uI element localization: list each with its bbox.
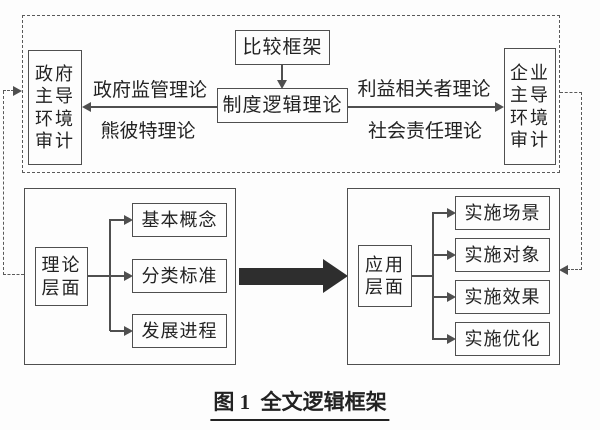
gov-led-audit-box: 政府 主导 环境 审计 xyxy=(28,50,82,165)
theory-level-frame xyxy=(24,188,236,365)
feedback-left-bottom-line xyxy=(3,274,24,275)
enterprise-led-audit-box: 企业 主导 环境 审计 xyxy=(504,48,556,165)
arrow-down-icon xyxy=(277,80,287,89)
item-basic-concepts-box: 基本概念 xyxy=(132,203,227,237)
item-classification-standards-box: 分类标准 xyxy=(132,259,227,293)
theory-level-line: 理论 xyxy=(41,255,82,275)
arrow-left-icon xyxy=(559,265,568,275)
top-dashed-frame xyxy=(22,15,560,173)
item-implementation-object-box: 实施对象 xyxy=(455,238,550,272)
arrow-right-icon xyxy=(124,326,133,336)
arrow-compare-to-logic-line xyxy=(281,65,283,81)
arrow-logic-to-gov-line xyxy=(90,106,217,108)
item-implementation-optimization-box: 实施优化 xyxy=(455,322,550,356)
arrow-right-icon xyxy=(124,215,133,225)
item-implementation-effect-box: 实施效果 xyxy=(455,280,550,314)
arrow-right-icon xyxy=(447,208,456,218)
gov-led-audit-line: 审计 xyxy=(35,131,75,151)
label-social-responsibility-theory: 社会责任理论 xyxy=(367,121,482,142)
feedback-left-top-line xyxy=(3,90,14,91)
arrow-right-icon xyxy=(495,102,504,112)
connector-line xyxy=(432,212,434,340)
connector-line xyxy=(433,338,448,340)
arrow-right-icon xyxy=(447,334,456,344)
enterprise-led-audit-line: 环境 xyxy=(510,107,550,128)
big-black-arrow-icon xyxy=(323,259,348,293)
arrow-right-icon xyxy=(124,271,133,281)
institutional-logic-box: 制度逻辑理论 xyxy=(217,88,348,123)
gov-led-audit-line: 环境 xyxy=(35,108,75,129)
figure-caption: 图 1 全文逻辑框架 xyxy=(210,386,390,421)
item-implementation-scenario-box: 实施场景 xyxy=(455,196,550,230)
connector-line xyxy=(109,219,111,331)
application-level-line: 层面 xyxy=(365,277,405,297)
big-black-arrow-shaft xyxy=(239,268,323,285)
label-gov-regulation-theory: 政府监管理论 xyxy=(92,80,207,101)
connector-line xyxy=(88,275,110,277)
application-level-frame xyxy=(347,188,560,365)
connector-line xyxy=(110,275,125,277)
enterprise-led-audit-line: 企业 xyxy=(510,62,550,83)
arrow-left-icon xyxy=(82,102,91,112)
label-stakeholder-theory: 利益相关者理论 xyxy=(357,79,491,100)
gov-led-audit-line: 主导 xyxy=(35,86,75,106)
arrow-right-icon xyxy=(13,86,22,96)
enterprise-led-audit-line: 审计 xyxy=(510,130,550,150)
arrow-logic-to-ent-line xyxy=(348,106,496,108)
application-level-line: 应用 xyxy=(365,254,405,275)
connector-line xyxy=(110,330,125,332)
enterprise-led-audit-line: 主导 xyxy=(510,85,550,105)
arrow-right-icon xyxy=(447,292,456,302)
application-level-box: 应用 层面 xyxy=(358,245,412,307)
comparison-framework-box: 比较框架 xyxy=(235,30,330,65)
connector-line xyxy=(433,212,448,214)
item-development-process-box: 发展进程 xyxy=(132,314,227,348)
theory-level-box: 理论 层面 xyxy=(35,247,88,306)
theory-level-line: 层面 xyxy=(41,277,82,298)
connector-line xyxy=(433,296,448,298)
connector-line xyxy=(110,219,125,221)
label-schumpeter-theory: 熊彼特理论 xyxy=(100,121,196,142)
connector-line xyxy=(412,275,433,277)
feedback-right-vertical-line xyxy=(581,92,582,270)
arrow-right-icon xyxy=(447,250,456,260)
connector-line xyxy=(433,254,448,256)
feedback-right-top-line xyxy=(560,92,582,93)
gov-led-audit-line: 政府 xyxy=(35,63,75,84)
feedback-right-bottom-line xyxy=(567,269,582,270)
feedback-left-vertical-line xyxy=(3,91,4,275)
